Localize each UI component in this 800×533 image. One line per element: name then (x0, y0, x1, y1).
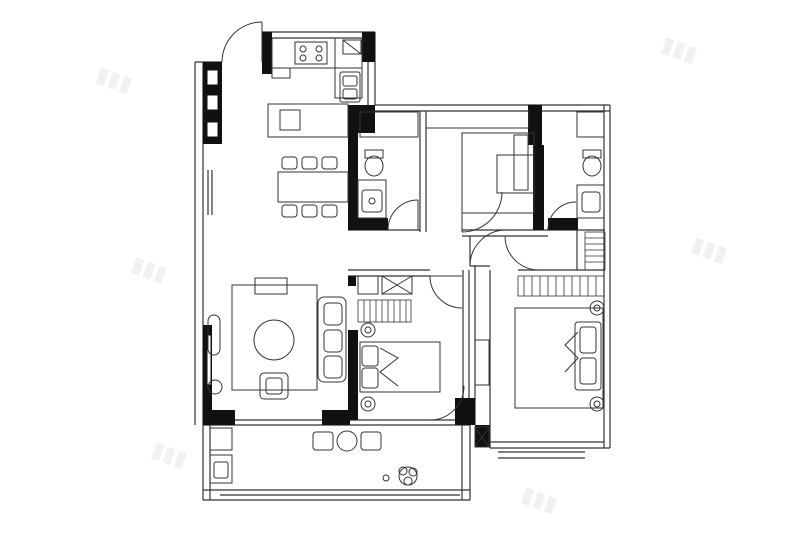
left-wall-windows (206, 69, 219, 386)
washbasin-icon (361, 189, 383, 213)
study (357, 275, 490, 386)
dining-table-icon (277, 156, 349, 218)
outer-walls (194, 31, 611, 501)
armchair-icon (259, 372, 289, 400)
wardrobe-icon (357, 299, 412, 323)
svg-text:▮▮▮: ▮▮▮ (93, 61, 136, 97)
corner-hatch (474, 426, 490, 448)
washbasin-icon-2 (581, 191, 601, 213)
toilet-icon (364, 149, 384, 177)
kitchen (267, 37, 363, 138)
doors (221, 21, 577, 421)
bed-icon (359, 322, 441, 412)
coffee-table-icon (253, 319, 295, 361)
bathroom-1 (357, 111, 419, 219)
structural-walls (203, 32, 578, 447)
bedroom-second (425, 110, 535, 214)
sofa-icon (317, 296, 347, 383)
watermark-layer: ▮▮▮ ▮▮▮ ▮▮▮ ▮▮▮ ▮▮▮ ▮▮▮ (93, 31, 731, 517)
balcony (312, 430, 382, 452)
washing-machine-icon (209, 427, 233, 484)
toilet-icon-2 (582, 149, 602, 177)
decor-icons (207, 314, 223, 395)
bathroom-2 (576, 111, 605, 219)
svg-text:▮▮▮: ▮▮▮ (518, 481, 561, 517)
svg-text:▮▮▮: ▮▮▮ (688, 231, 731, 267)
closet-hatch (584, 231, 606, 271)
fridge-icon (342, 39, 362, 55)
bed-icon-master (514, 300, 605, 412)
svg-text:▮▮▮: ▮▮▮ (658, 31, 701, 67)
svg-text:▮▮▮: ▮▮▮ (128, 251, 171, 287)
svg-text:▮▮▮: ▮▮▮ (148, 436, 191, 472)
plant-icon (382, 466, 418, 486)
sink-icon (339, 71, 361, 103)
living (231, 277, 318, 391)
stove-icon (294, 41, 328, 65)
wardrobe-icon-master (517, 275, 605, 297)
